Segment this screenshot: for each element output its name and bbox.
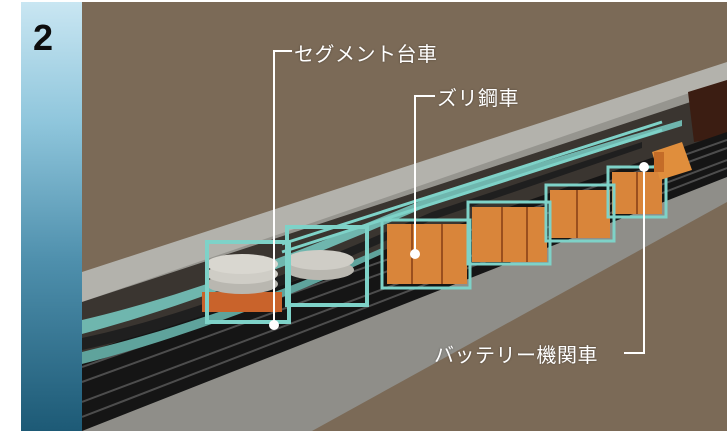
tunnel-illustration (81, 2, 727, 431)
tunnel-scene: セグメント台車 ズリ鋼車 バッテリー機関車 (81, 2, 727, 431)
overhead-frame (281, 120, 663, 254)
callout-battery-locomotive-label: バッテリー機関車 (434, 343, 598, 367)
muck-cars (380, 165, 668, 290)
step-number: 2 (33, 17, 54, 58)
tunnel-far-end (688, 80, 727, 142)
callout-segment-cart-label: セグメント台車 (294, 42, 438, 66)
callout-dots (269, 162, 649, 330)
callout-dot-icon (410, 249, 420, 259)
callout-muck-car-label: ズリ鋼車 (437, 86, 519, 110)
step-sidebar: 2 (21, 2, 82, 431)
battery-locomotive (652, 142, 692, 180)
figure-frame: 2 (21, 2, 727, 431)
callout-lines (273, 50, 645, 354)
segment-cart (202, 225, 369, 324)
callout-dot-icon (639, 162, 649, 172)
callout-dot-icon (269, 320, 279, 330)
